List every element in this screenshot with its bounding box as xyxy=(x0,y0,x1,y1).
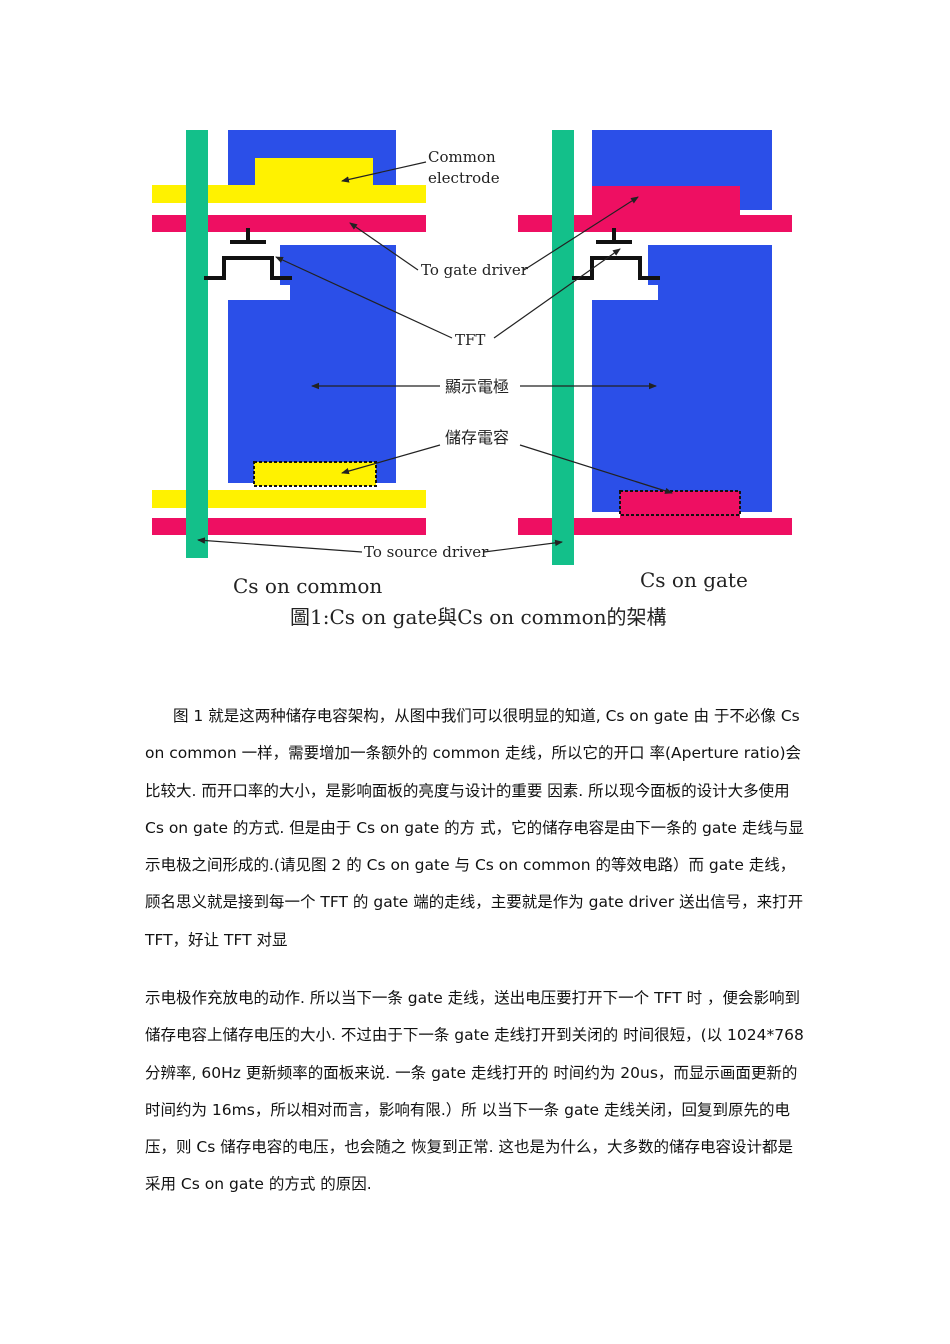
body-paragraph-2: 示电极作充放电的动作. 所以当下一条 gate 走线，送出电压要打开下一个 TF… xyxy=(145,989,804,1194)
left-gate-line-bottom xyxy=(152,518,426,535)
right-gate-pad-top xyxy=(592,186,740,218)
label-electrode: electrode xyxy=(428,169,500,187)
arrow-gate-driver-right xyxy=(523,196,639,271)
right-storage-capacitor xyxy=(619,490,741,516)
caption-cs-on-common: Cs on common xyxy=(233,574,382,598)
right-source-line xyxy=(552,130,574,565)
left-source-line xyxy=(186,130,208,558)
label-pixel-electrode: 顯示電極 xyxy=(445,377,509,396)
left-common-line-top xyxy=(152,185,426,203)
figure-labels: Common electrode To gate driver TFT 顯示電極… xyxy=(233,148,748,629)
left-panel-cs-on-common xyxy=(152,130,426,558)
right-panel-cs-on-gate xyxy=(518,130,792,565)
left-common-line-bottom xyxy=(152,490,426,508)
left-storage-capacitor xyxy=(253,461,377,487)
right-tft-symbol xyxy=(572,228,660,280)
left-tft-symbol xyxy=(204,228,292,280)
arrow-common-electrode xyxy=(341,161,427,183)
right-pixel-electrode xyxy=(592,245,772,512)
arrow-tft-right xyxy=(493,248,621,339)
left-common-electrode-pad xyxy=(255,158,373,190)
right-gate-line-top xyxy=(518,215,792,232)
figure-title: 圖1:Cs on gate與Cs on common的架構 xyxy=(290,605,667,629)
left-pixel-electrode xyxy=(228,245,396,483)
caption-cs-on-gate: Cs on gate xyxy=(640,568,748,592)
label-common: Common xyxy=(428,148,496,166)
pointer-arrows xyxy=(197,161,673,553)
cs-architecture-figure: Common electrode To gate driver TFT 顯示電極… xyxy=(152,130,792,629)
arrow-storage-right xyxy=(519,444,673,494)
label-tft: TFT xyxy=(455,331,485,349)
arrow-gate-driver-left xyxy=(349,222,419,271)
label-source-driver: To source driver xyxy=(364,543,489,561)
arrow-source-left xyxy=(197,537,363,553)
body-paragraph-1: 图 1 就是这两种储存电容架构，从图中我们可以很明显的知道, Cs on gat… xyxy=(145,707,804,949)
arrow-tft-left xyxy=(275,256,453,339)
right-gate-line-bottom xyxy=(518,518,792,535)
label-storage-capacitor: 儲存電容 xyxy=(445,428,509,447)
label-gate-driver: To gate driver xyxy=(421,261,529,279)
arrow-storage-left xyxy=(341,444,441,475)
arrow-source-right xyxy=(483,539,563,553)
